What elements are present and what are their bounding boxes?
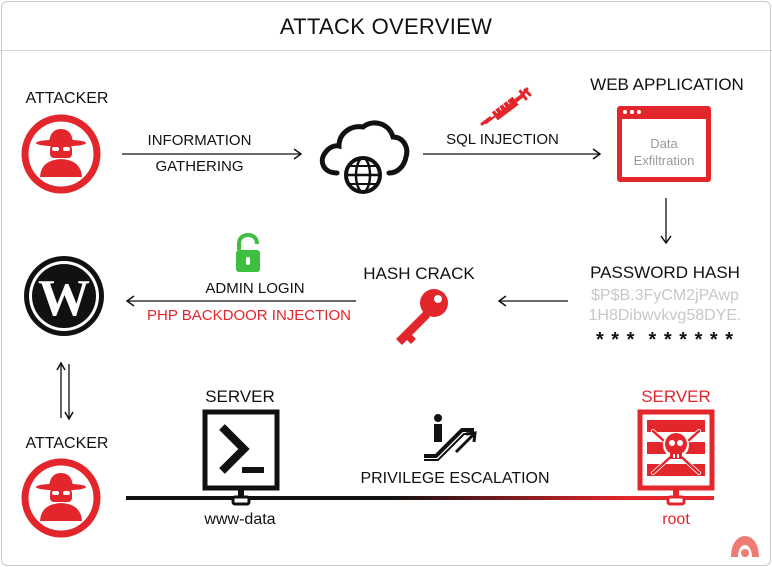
svg-text:W: W: [38, 270, 90, 327]
edge-label-sql-injection: SQL INJECTION: [446, 131, 559, 148]
web-application-label: WEB APPLICATION: [590, 75, 744, 94]
wordpress-icon: W: [24, 256, 104, 336]
browser-dot-3: [637, 110, 641, 114]
cloud-globe-icon: [319, 120, 410, 194]
attacker-bottom-label: ATTACKER: [25, 435, 109, 452]
title-divider: [0, 50, 772, 51]
bidirectional-arrow: [56, 361, 74, 421]
arrow-to-password-hash: [660, 198, 672, 245]
brand-logo-icon: [731, 536, 759, 557]
arrow-from-password-hash: [497, 295, 568, 307]
syringe-icon: [480, 87, 532, 126]
key-icon: [396, 289, 448, 345]
edge-label-php-backdoor: PHP BACKDOOR INJECTION: [147, 307, 351, 324]
escalator-icon: [424, 414, 477, 461]
browser-dot-2: [630, 110, 634, 114]
terminal-icon: [202, 409, 280, 506]
arrow-admin-login: [125, 295, 356, 307]
hash-value-line1: $P$B.3FyCM2jPAwp: [591, 287, 739, 304]
diagram-title: ATTACK OVERVIEW: [279, 14, 493, 39]
masked-password: * * * * * * * * *: [595, 329, 735, 351]
password-hash-label: PASSWORD HASH: [590, 263, 740, 282]
edge-label-gathering: GATHERING: [155, 158, 244, 175]
server-right-user: root: [662, 511, 690, 528]
server-left-user: www-data: [204, 511, 276, 528]
server-left-label: SERVER: [205, 387, 275, 406]
arrow-sql-injection: [423, 148, 602, 160]
browser-window-icon: Data Exfiltration: [617, 106, 711, 182]
skull-server-icon: [637, 409, 715, 506]
browser-dot-1: [623, 110, 627, 114]
hash-crack-label: HASH CRACK: [363, 264, 475, 283]
arrow-info-gathering: [122, 148, 303, 160]
hooded-attacker-icon: [21, 458, 101, 538]
hooded-attacker-icon: [21, 114, 101, 194]
browser-content-panel: Data Exfiltration: [622, 119, 706, 177]
open-lock-icon: [236, 232, 260, 272]
web-app-panel-line2: Exfiltration: [633, 153, 695, 168]
server-right-label: SERVER: [641, 387, 711, 406]
edge-label-privilege-escalation: PRIVILEGE ESCALATION: [360, 470, 550, 487]
edge-label-admin-login: ADMIN LOGIN: [205, 280, 305, 297]
hash-value-line2: 1H8Dibwvkvg58DYE.: [588, 307, 742, 324]
network-line: [126, 496, 714, 500]
edge-label-information: INFORMATION: [147, 132, 252, 149]
web-app-panel-line1: Data: [650, 136, 678, 151]
attacker-top-label: ATTACKER: [25, 90, 109, 107]
